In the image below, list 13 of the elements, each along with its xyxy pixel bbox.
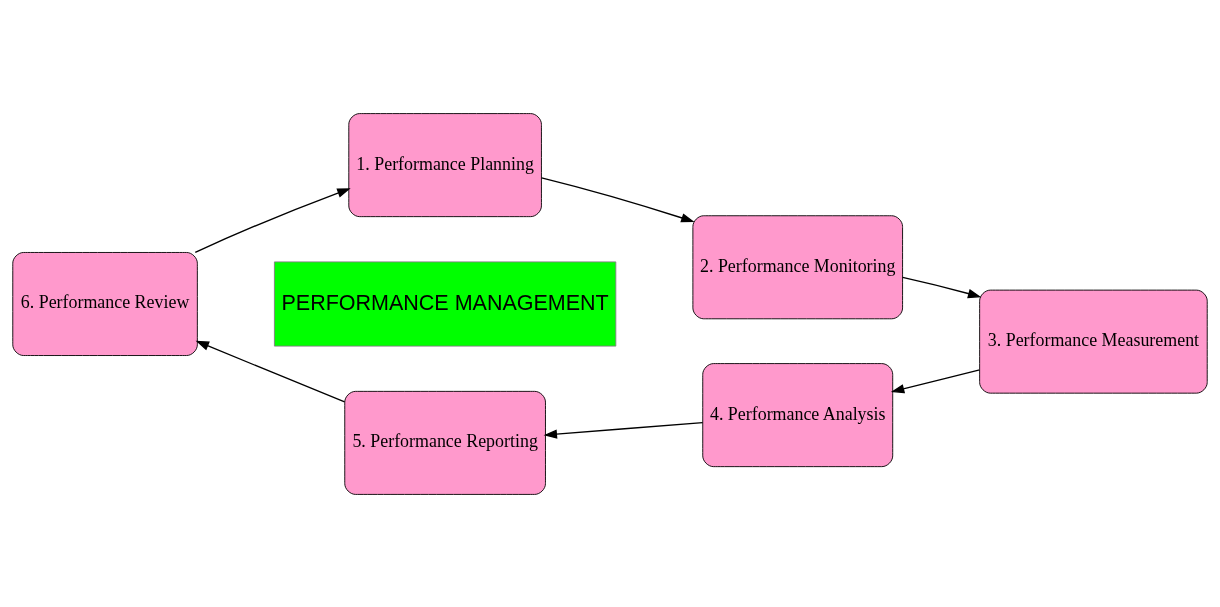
node-box: PERFORMANCE MANAGEMENT xyxy=(273,260,617,347)
arrow xyxy=(543,421,704,439)
arrow xyxy=(890,368,981,393)
node-box: 3. Performance Measurement xyxy=(979,289,1208,394)
node-box: 6. Performance Review xyxy=(12,251,198,356)
arrow xyxy=(541,176,695,222)
node-box: 2. Performance Monitoring xyxy=(692,214,904,319)
arrow xyxy=(194,187,351,253)
arrow xyxy=(902,276,982,298)
node-box: 5. Performance Reporting xyxy=(344,390,546,495)
node-box: 1. Performance Planning xyxy=(348,112,542,217)
node-box: 4. Performance Analysis xyxy=(702,362,894,467)
arrow xyxy=(195,340,346,403)
